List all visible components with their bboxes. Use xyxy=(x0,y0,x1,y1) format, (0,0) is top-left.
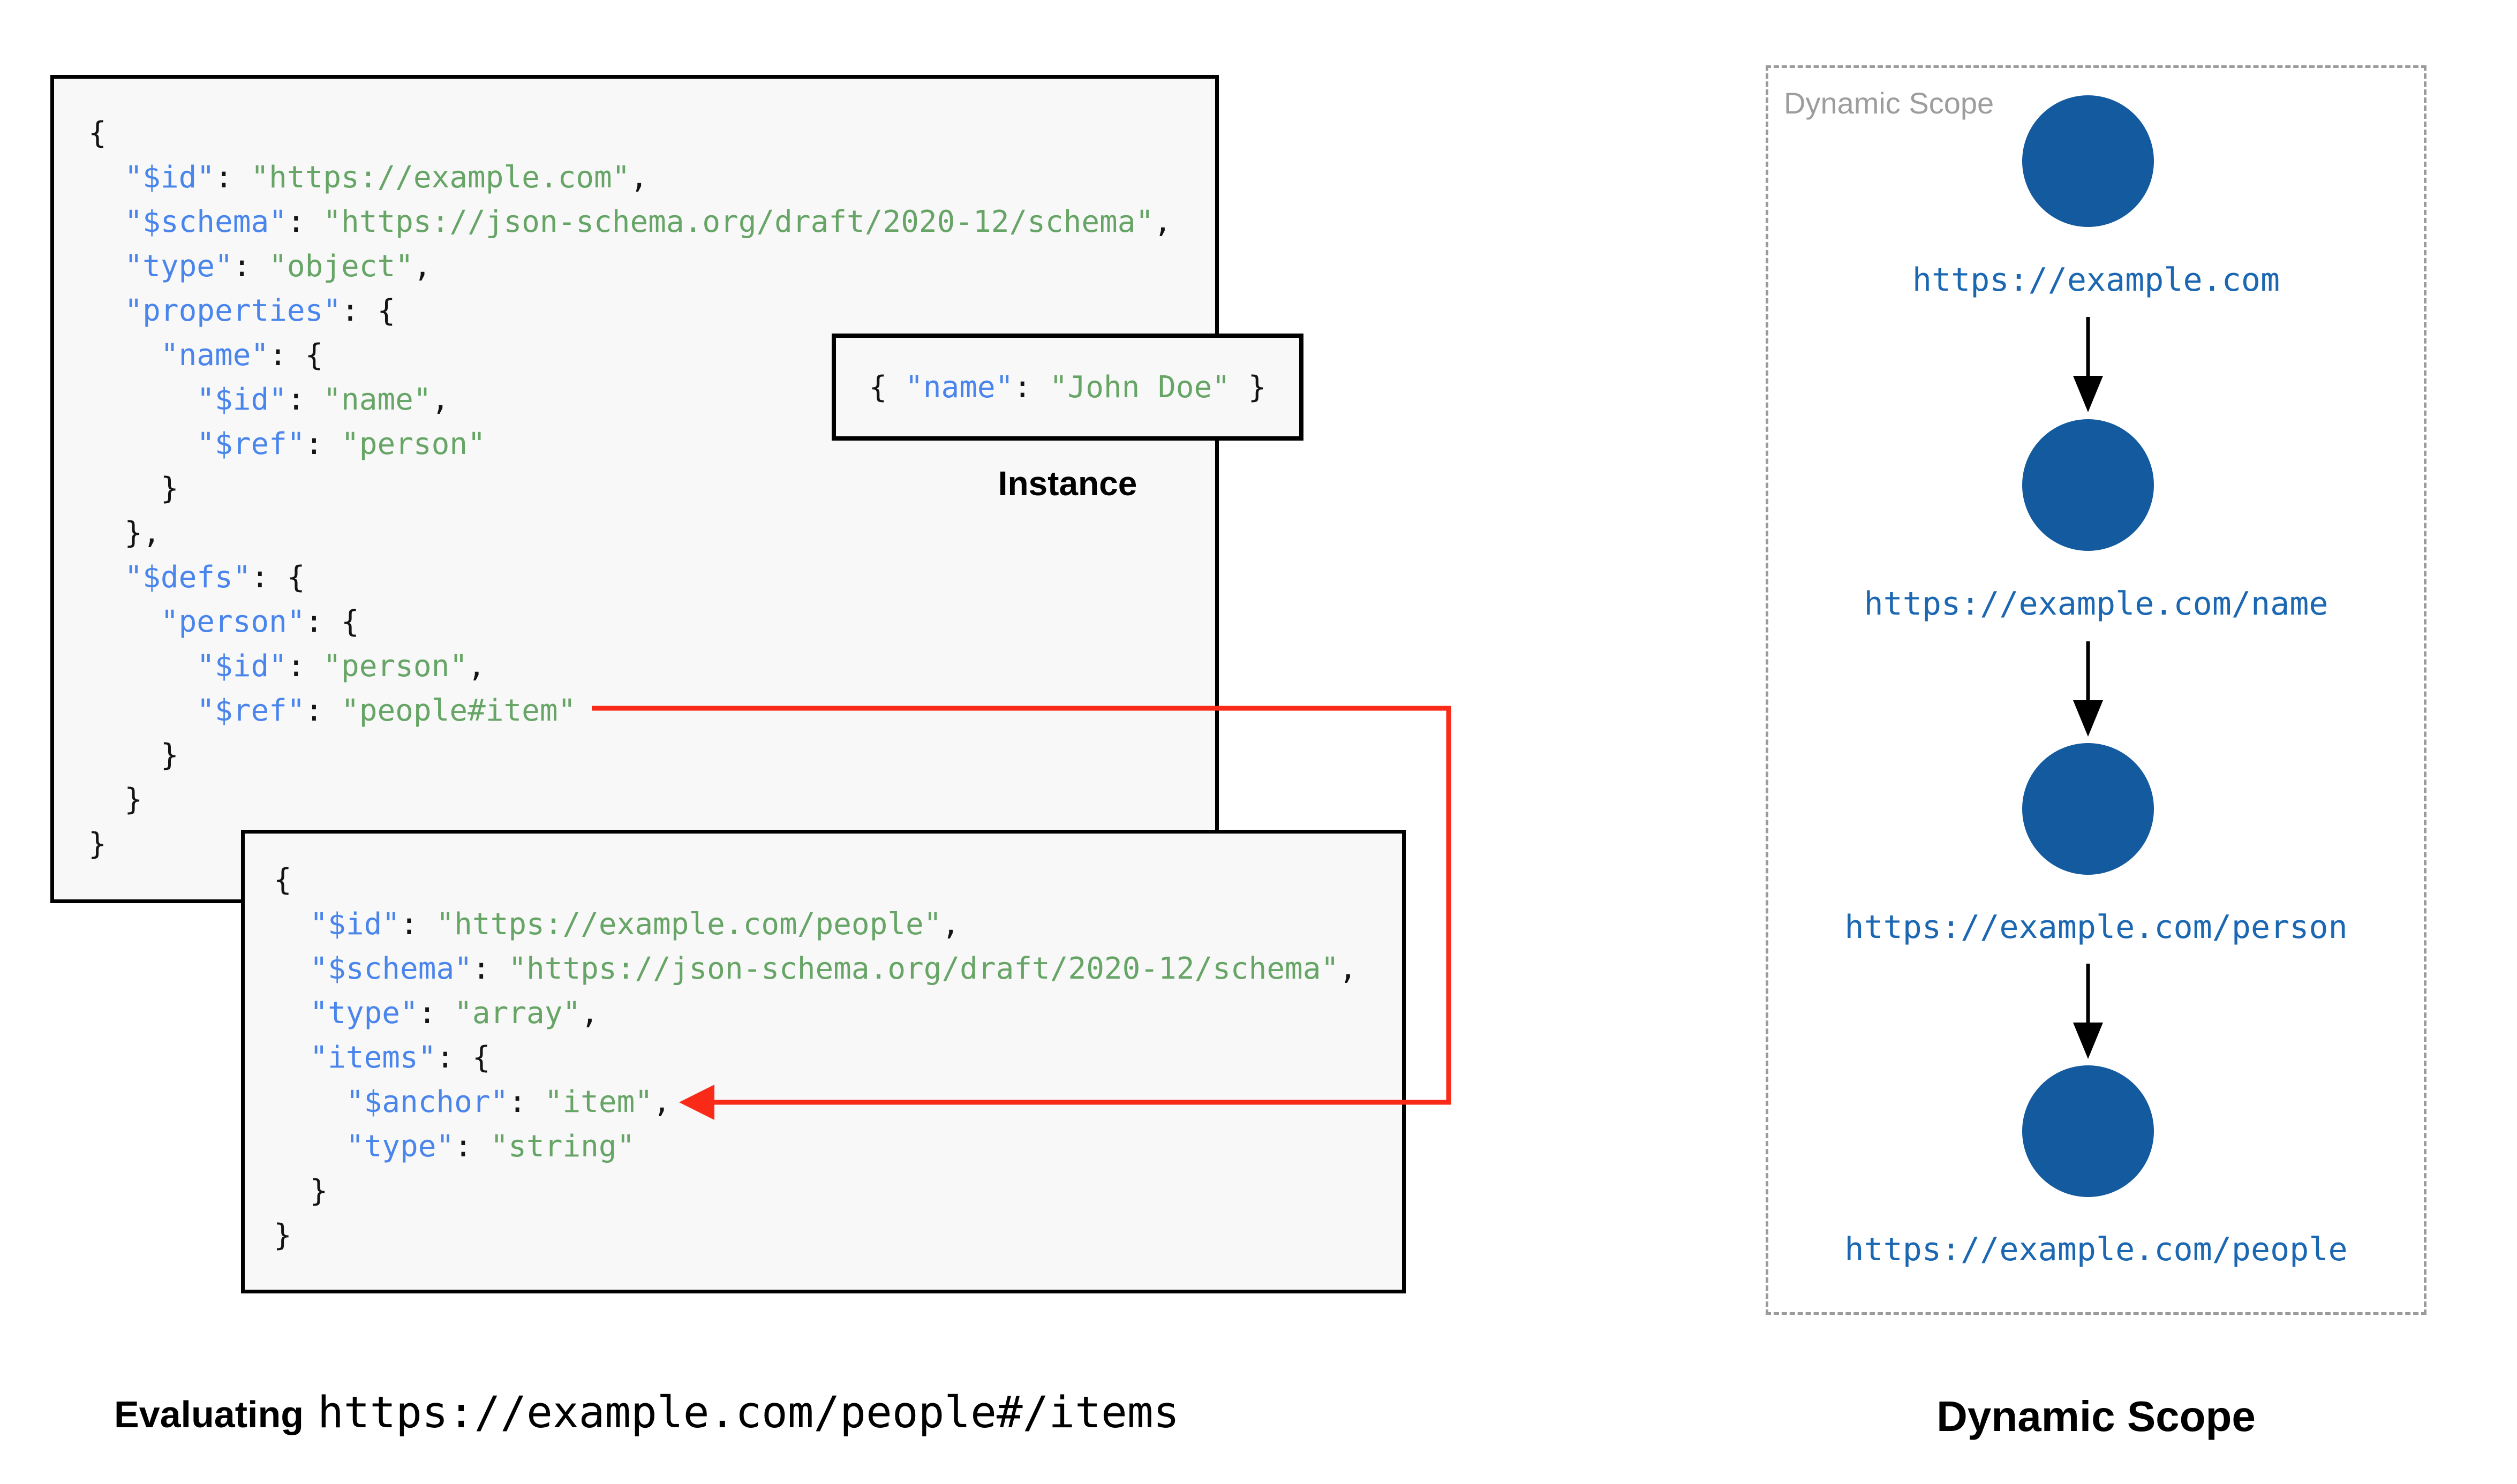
instance-code: { "name": "John Doe" } xyxy=(869,369,1267,405)
scope-node-url-2: https://example.com/name xyxy=(1864,585,2328,623)
dynamic-scope-panel-label: Dynamic Scope xyxy=(1784,86,1994,120)
scope-node-url-4: https://example.com/people xyxy=(1844,1231,2348,1268)
evaluating-caption-uri: https://example.com/people#/items xyxy=(317,1388,1180,1438)
scope-node-circle-2 xyxy=(2022,419,2154,551)
instance-label: Instance xyxy=(998,464,1137,503)
down-arrow-icon xyxy=(2073,964,2103,1059)
scope-node-circle-3 xyxy=(2022,743,2154,875)
schema-people-code: { "$id": "https://example.com/people", "… xyxy=(274,862,1357,1253)
scope-node-circle-4 xyxy=(2022,1065,2154,1197)
scope-node-url-3: https://example.com/person xyxy=(1844,908,2348,946)
scope-node-url-1: https://example.com xyxy=(1912,261,2280,299)
dynamic-scope-panel xyxy=(1766,65,2426,1315)
instance-box: { "name": "John Doe" } xyxy=(832,334,1303,441)
evaluating-caption: Evaluating https://example.com/people#/i… xyxy=(114,1388,1179,1438)
scope-node-circle-1 xyxy=(2022,95,2154,227)
down-arrow-icon xyxy=(2073,317,2103,412)
schema-root-code: { "$id": "https://example.com", "$schema… xyxy=(88,116,1172,861)
down-arrow-icon xyxy=(2073,641,2103,737)
evaluating-caption-word: Evaluating xyxy=(114,1394,304,1435)
dynamic-scope-caption: Dynamic Scope xyxy=(1936,1392,2256,1440)
schema-box-people: { "$id": "https://example.com/people", "… xyxy=(241,830,1406,1293)
